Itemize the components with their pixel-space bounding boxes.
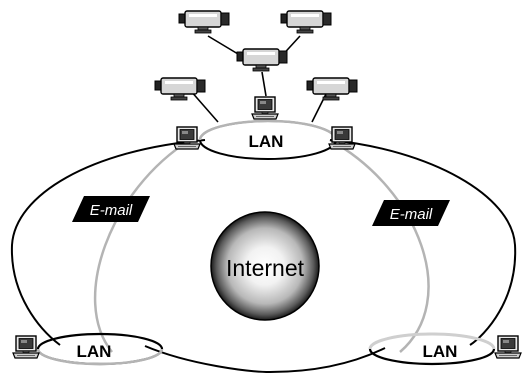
network-outer-loop-right xyxy=(329,139,517,346)
camera-links xyxy=(189,35,329,123)
email-label-right: E-mail xyxy=(372,200,450,226)
internet-globe xyxy=(210,211,320,321)
desktop-computer-icon xyxy=(328,126,356,150)
network-outer-loop-bottom xyxy=(144,345,386,374)
desktop-computer-icon xyxy=(251,96,279,120)
desktop-computer-icon xyxy=(12,335,40,359)
lan-label-top: LAN xyxy=(249,132,284,151)
internet-label: Internet xyxy=(226,255,305,281)
video-camera-icon xyxy=(154,77,206,101)
email-label-left-text: E-mail xyxy=(90,202,133,219)
desktop-computer-icon xyxy=(173,126,201,150)
video-camera-icon xyxy=(236,48,288,72)
video-camera-icon xyxy=(178,10,230,34)
connection-arc-right xyxy=(329,138,430,353)
network-outer-loop xyxy=(10,139,206,346)
lan-label-bottom-left: LAN xyxy=(77,342,112,361)
desktop-computer-icon xyxy=(494,335,522,359)
lan-label-bottom-right: LAN xyxy=(423,342,458,361)
video-camera-icon xyxy=(280,10,332,34)
email-label-left: E-mail xyxy=(72,196,150,222)
email-label-right-text: E-mail xyxy=(390,206,433,223)
video-camera-icon xyxy=(306,77,358,101)
connection-arc-left xyxy=(93,138,191,353)
